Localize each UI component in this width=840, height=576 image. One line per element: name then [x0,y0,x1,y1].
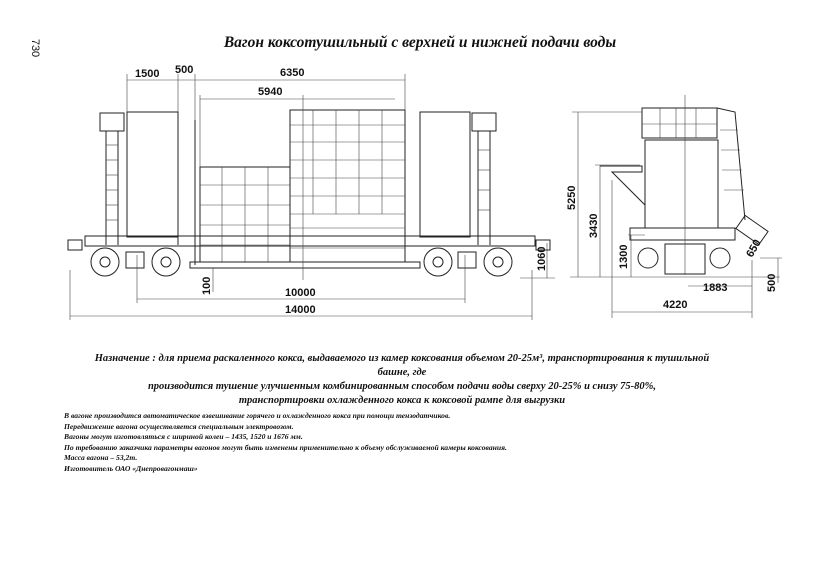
left-ladder [105,131,119,245]
purpose-line-1: Назначение : для приема раскаленного кок… [94,353,710,378]
note: В вагоне производится автоматическое взв… [64,411,451,420]
right-box [419,111,471,238]
frame [84,235,536,247]
right-coupler [535,239,551,251]
end-view: 5250 3430 1300 650 500 1883 4220 [566,95,782,318]
page-title: Вагон коксотушильный с верхней и нижней … [223,34,617,51]
grid-wall [289,109,406,263]
top-railing [641,107,718,139]
notes: В вагоне производится автоматическое взв… [64,411,507,475]
dim-5250: 5250 [566,186,578,210]
end-box [644,139,719,229]
note: Изготовитель ОАО «Днепровагонмаш» [64,463,198,473]
dim-3430: 3430 [588,214,600,238]
discharge-flap [735,214,769,246]
dim-10000: 10000 [285,287,316,299]
dim-1300: 1300 [618,245,630,269]
dim-5940: 5940 [258,86,282,98]
dim-1500: 1500 [135,68,159,80]
end-ladder [716,107,746,221]
dim-4220: 4220 [663,299,687,311]
wheels [90,247,513,277]
end-frame [629,227,736,241]
dim-1060: 1060 [536,247,548,271]
left-box [126,111,179,238]
purpose-text: Назначение : для приема раскаленного кок… [92,352,712,408]
dim-100: 100 [201,277,213,295]
note: Масса вагона – 53,2т. [64,453,138,463]
note: Передвижение вагона осуществляется специ… [64,421,294,431]
left-tower-cap [99,112,125,132]
dim-500-end: 500 [766,274,778,292]
side-platform [600,165,646,206]
right-tower-cap [471,112,497,132]
dim-650: 650 [744,238,764,260]
purpose-line-2: производится тушение улучшенным комбинир… [147,381,657,392]
dim-6350: 6350 [280,67,304,79]
note: По требованию заказчика параметры вагоно… [64,442,507,452]
side-view: 1500 500 6350 5940 10000 14000 1060 100 [67,64,555,320]
purpose-line-3: транспортировки охлажденного кокса к кок… [238,395,566,406]
left-coupler [67,239,83,251]
right-ladder [477,131,491,245]
note: Вагоны могут изготовляться с шириной кол… [64,432,303,442]
dim-500: 500 [175,64,193,76]
dim-14000: 14000 [285,304,316,316]
technical-drawing: 1500 500 6350 5940 10000 14000 1060 100 … [67,64,782,320]
dim-1883: 1883 [703,282,727,294]
